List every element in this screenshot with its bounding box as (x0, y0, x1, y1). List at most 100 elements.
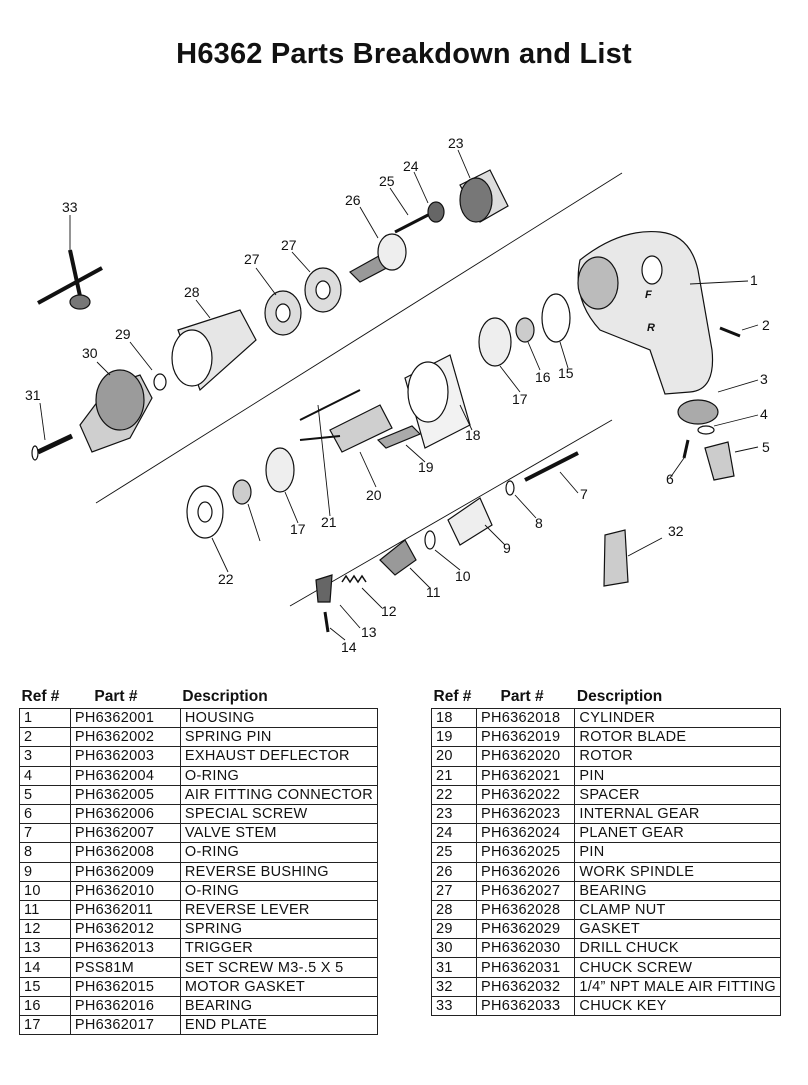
cell-ref: 11 (19, 899, 71, 921)
cell-description: BEARING (179, 995, 379, 1017)
callout-labels: 1 2 3 4 5 6 7 8 9 10 11 12 13 14 15 16 1… (25, 135, 770, 655)
cell-ref: 6 (19, 803, 71, 825)
callout-27-left: 27 (244, 251, 260, 267)
cell-ref: 28 (430, 899, 478, 921)
header-part: Part # (500, 688, 544, 705)
cell-description: MOTOR GASKET (179, 976, 379, 997)
cell-description: CHUCK SCREW (574, 957, 781, 978)
callout-7: 7 (580, 486, 588, 502)
cell-description: CLAMP NUT (574, 899, 781, 921)
cell-part-number: PH6362004 (69, 765, 181, 786)
callout-32: 32 (668, 523, 684, 539)
diagram-drawing (31, 149, 759, 641)
cell-description: BEARING (574, 880, 781, 901)
cell-ref: 33 (430, 995, 478, 1017)
cell-part-number: PH6362025 (476, 842, 576, 863)
cell-description: SPACER (574, 784, 781, 805)
cell-description: VALVE STEM (179, 823, 379, 844)
cell-ref: 19 (430, 727, 478, 748)
cell-ref: 23 (430, 803, 478, 825)
cell-part-number: PH6362009 (69, 861, 181, 882)
callout-4: 4 (760, 406, 768, 422)
cell-part-number: PH6362013 (69, 938, 181, 959)
callout-17-bottom: 17 (290, 521, 306, 537)
cell-part-number: PH6362016 (69, 995, 181, 1017)
callout-9: 9 (503, 540, 511, 556)
callout-20: 20 (366, 487, 382, 503)
cell-part-number: PH6362006 (69, 803, 181, 825)
callout-22: 22 (218, 571, 234, 587)
cell-part-number: PH6362029 (476, 919, 576, 940)
cell-description: GASKET (574, 919, 781, 940)
header-part: Part # (94, 688, 138, 705)
cell-part-number: PH6362011 (69, 899, 181, 921)
cell-description: CHUCK KEY (574, 995, 781, 1017)
callout-3: 3 (760, 371, 768, 387)
callout-1: 1 (750, 272, 758, 288)
cell-description: O-RING (179, 765, 379, 786)
callout-10: 10 (455, 568, 471, 584)
forward-mark: F (645, 289, 652, 301)
callout-31: 31 (25, 387, 41, 403)
cell-ref: 7 (19, 823, 71, 844)
cell-ref: 4 (19, 765, 71, 786)
cell-part-number: PH6362028 (476, 899, 576, 921)
cell-ref: 3 (19, 746, 71, 767)
callout-19: 19 (418, 459, 434, 475)
callout-24: 24 (403, 158, 419, 174)
cell-description: INTERNAL GEAR (574, 803, 781, 825)
cell-part-number: PH6362012 (69, 919, 181, 940)
cell-description: SPRING PIN (179, 727, 379, 748)
cell-part-number: PH6362032 (476, 976, 576, 997)
cell-description: PLANET GEAR (574, 823, 781, 844)
cell-ref: 24 (430, 823, 478, 844)
cell-ref: 25 (430, 842, 478, 863)
callout-12: 12 (381, 603, 397, 619)
cell-description: PIN (574, 842, 781, 863)
callout-13: 13 (361, 624, 377, 640)
cell-part-number: PH6362017 (69, 1014, 181, 1036)
cell-part-number: PH6362020 (476, 746, 576, 767)
header-ref: Ref # (21, 688, 60, 705)
callout-33: 33 (62, 199, 78, 215)
callout-27-right: 27 (281, 237, 297, 253)
callout-8: 8 (535, 515, 543, 531)
cell-part-number: PH6362019 (476, 727, 576, 748)
cell-part-number: PSS81M (69, 957, 181, 978)
housing-marks: F R (645, 289, 655, 334)
callout-2: 2 (762, 317, 770, 333)
cell-part-number: PH6362010 (69, 880, 181, 901)
cell-ref: 14 (19, 957, 71, 978)
header-description: Description (576, 688, 663, 705)
cell-part-number: PH6362026 (476, 861, 576, 882)
cell-part-number: PH6362015 (69, 976, 181, 997)
cell-description: PIN (574, 765, 781, 786)
callout-5: 5 (762, 439, 770, 455)
cell-ref: 26 (430, 861, 478, 882)
cell-part-number: PH6362031 (476, 957, 576, 978)
cell-description: HOUSING (179, 707, 379, 729)
cell-ref: 31 (430, 957, 478, 978)
cell-part-number: PH6362003 (69, 746, 181, 767)
cell-ref: 8 (19, 842, 71, 863)
callout-14: 14 (341, 639, 357, 655)
